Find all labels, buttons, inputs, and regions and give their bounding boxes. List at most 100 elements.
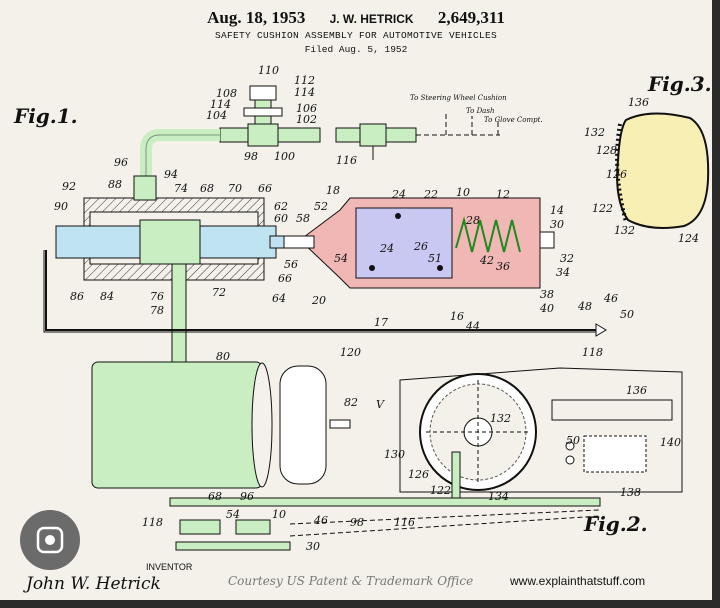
ref-numeral: 104 — [206, 109, 227, 122]
ref-numeral: 112 — [294, 74, 315, 87]
note-dash: To Dash — [466, 107, 494, 115]
patent-inventor-short: J. W. HETRICK — [329, 12, 414, 26]
ref-numeral: 30 — [550, 218, 564, 231]
left-cylinder — [55, 175, 285, 281]
ref-numeral: 17 — [374, 316, 388, 329]
patent-date: Aug. 18, 1953 — [207, 8, 306, 27]
ref-numeral: 12 — [496, 188, 510, 201]
ref-numeral: 46 — [603, 292, 618, 305]
ref-numeral: 82 — [344, 396, 358, 409]
inventor-name: John W. Hetrick — [26, 574, 161, 594]
ref-numeral: 96 — [240, 490, 254, 503]
ref-numeral: 54 — [226, 508, 240, 521]
ref-numeral: 32 — [560, 252, 574, 265]
ref-numeral: 24 — [379, 242, 394, 255]
ref-numeral: 76 — [150, 290, 164, 303]
ref-numeral: 98 — [244, 150, 258, 163]
inventor-label: INVENTOR — [146, 562, 193, 572]
ref-numeral: 118 — [582, 346, 603, 359]
ref-numeral: 20 — [311, 294, 326, 307]
ref-numeral: 66 — [258, 182, 272, 195]
ref-numeral: 68 — [208, 490, 222, 503]
ref-numeral: 92 — [62, 180, 76, 193]
courtesy-credit: Courtesy US Patent & Trademark Office — [228, 574, 474, 588]
ref-numeral: 62 — [274, 200, 288, 213]
ref-numeral: 136 — [628, 96, 649, 109]
ref-numeral: 110 — [258, 64, 279, 77]
supply-pipe — [140, 129, 220, 200]
distribution-lines — [416, 112, 500, 136]
ref-numeral: 94 — [164, 168, 178, 181]
ref-numeral: 106 — [296, 102, 317, 115]
line-120 — [45, 250, 596, 331]
ref-numeral: 122 — [430, 484, 451, 497]
patent-header: Aug. 18, 1953 J. W. HETRICK 2,649,311 — [0, 8, 712, 28]
ref-numeral: 96 — [114, 156, 128, 169]
ref-numeral: 132 — [584, 126, 605, 139]
ref-numeral: 118 — [142, 516, 163, 529]
ref-numeral: 42 — [479, 254, 494, 267]
ref-numeral: 56 — [284, 258, 298, 271]
ref-numeral: 18 — [326, 184, 340, 197]
ref-numeral: 130 — [384, 448, 405, 461]
ref-numeral: 140 — [660, 436, 681, 449]
ref-numeral: 10 — [272, 508, 286, 521]
ref-numeral: 22 — [423, 188, 438, 201]
ref-numeral: 132 — [614, 224, 635, 237]
ref-numeral: 136 — [626, 384, 647, 397]
ref-numeral: 74 — [174, 182, 188, 195]
ref-numeral: 14 — [550, 204, 564, 217]
reference-numerals: 110 112 114 108 114 104 106 102 98 100 1… — [54, 64, 699, 553]
ref-numeral: 44 — [465, 320, 480, 333]
ref-numeral: 30 — [306, 540, 320, 553]
note-glove: To Glove Compt. — [484, 116, 543, 124]
ref-numeral: 114 — [294, 86, 315, 99]
ref-numeral: 54 — [334, 252, 348, 265]
ref-numeral: 114 — [210, 98, 231, 111]
website-credit: www.explainthatstuff.com — [510, 574, 646, 588]
fig3-label: Fig.3. — [648, 72, 712, 96]
ref-numeral: 138 — [620, 486, 641, 499]
patent-subtitle: SAFETY CUSHION ASSEMBLY FOR AUTOMOTIVE V… — [214, 30, 498, 41]
ref-numeral: 126 — [408, 468, 429, 481]
ref-numeral: 26 — [413, 240, 428, 253]
ref-numeral: 116 — [394, 516, 415, 529]
ref-numeral: 16 — [450, 310, 464, 323]
ref-numeral: 51 — [428, 252, 442, 265]
ref-numeral: 24 — [391, 188, 406, 201]
ref-numeral: 98 — [350, 516, 364, 529]
ref-numeral: 102 — [296, 113, 317, 126]
ref-numeral: 10 — [456, 186, 470, 199]
ref-numeral: 116 — [336, 154, 357, 167]
fig3-cushion — [615, 112, 710, 229]
ref-numeral: 120 — [340, 346, 361, 359]
ref-numeral: 58 — [296, 212, 310, 225]
note-steering: To Steering Wheel Cushion — [410, 94, 507, 102]
tank-feed-pipe — [171, 263, 187, 365]
ref-numeral: 134 — [488, 490, 509, 503]
ref-numeral: 50 — [620, 308, 634, 321]
ref-numeral: 48 — [577, 300, 592, 313]
ref-numeral: 78 — [150, 304, 164, 317]
ref-numeral: 100 — [274, 150, 295, 163]
ref-numeral: 52 — [314, 200, 328, 213]
ref-numeral: 70 — [228, 182, 242, 195]
patent-filed: Filed Aug. 5, 1952 — [304, 44, 408, 55]
ref-numeral: 28 — [465, 214, 480, 227]
lens-icon[interactable] — [35, 525, 65, 555]
right-cylinder — [283, 197, 555, 289]
patent-drawing: To Steering Wheel Cushion To Dash To Glo… — [43, 64, 710, 553]
ref-numeral: 132 — [490, 412, 511, 425]
ref-numeral: 72 — [212, 286, 226, 299]
ref-numeral: 88 — [108, 178, 122, 191]
ref-numeral: 38 — [540, 288, 554, 301]
ref-numeral: 68 — [200, 182, 214, 195]
ref-numeral: 50 — [566, 434, 580, 447]
ref-numeral: 66 — [278, 272, 292, 285]
ref-numeral: 80 — [216, 350, 230, 363]
ref-numeral: 40 — [539, 302, 554, 315]
ref-numeral: 90 — [54, 200, 68, 213]
ref-numeral: 86 — [70, 290, 84, 303]
patent-number: 2,649,311 — [437, 8, 505, 27]
ref-numeral: 128 — [596, 144, 617, 157]
